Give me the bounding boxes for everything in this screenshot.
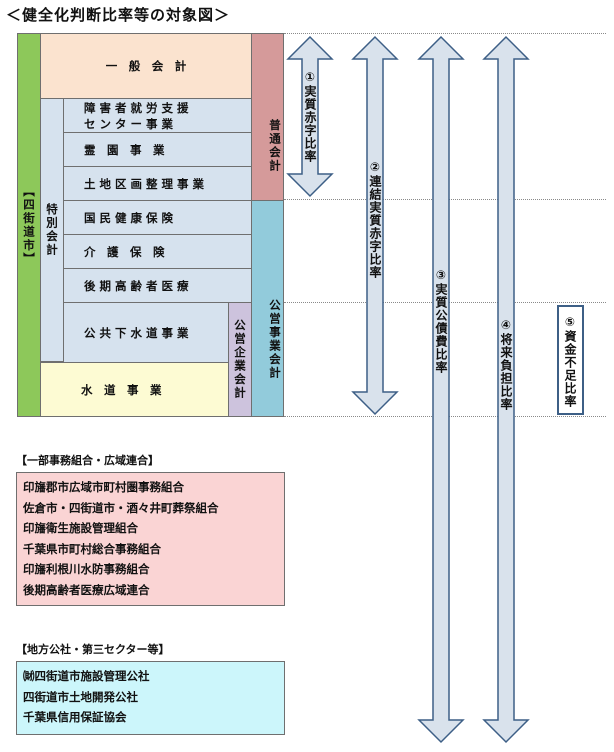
ratio-5-box: ⑤資金不足比率 — [557, 305, 584, 415]
account-row-label: 国 民 健 康 保 険 — [84, 210, 174, 225]
account-row-label: セ ン タ ー 事 業 — [84, 116, 174, 131]
special-accounts-label: 特別会計 — [40, 98, 64, 362]
account-row-label: 介 護 保 険 — [84, 244, 165, 259]
partial-union-box: 印旛郡市広域市町村圏事務組合 佐倉市・四街道市・酒々井町葬祭組合 印旛衛生施設管… — [16, 472, 285, 606]
public-enterprise-account-block: 公営企業会計 — [228, 302, 252, 417]
account-row-label: 障 害 者 就 労 支 援 — [84, 100, 189, 115]
guide-line — [284, 33, 606, 34]
ratio-4-label: ④将来負担比率 — [499, 318, 513, 411]
account-row-label: 水 道 事 業 — [81, 382, 162, 397]
guide-line — [284, 199, 606, 200]
partial-union-heading: 【一部事務組合・広域連合】 — [16, 454, 159, 467]
list-item: 印旛郡市広域市町村圏事務組合 — [23, 480, 184, 494]
account-row-label: 後 期 高 齢 者 医 療 — [84, 278, 189, 293]
list-item: 印旛利根川水防事務組合 — [23, 562, 150, 576]
guide-line — [284, 416, 606, 417]
account-row: 後 期 高 齢 者 医 療 — [63, 268, 252, 303]
account-row: 土 地 区 画 整 理 事 業 — [63, 166, 252, 201]
ratio-1-label: ①実質赤字比率 — [303, 70, 317, 163]
account-row-label: 公 共 下 水 道 事 業 — [84, 325, 189, 340]
list-item: ㈶四街道市施設管理公社 — [23, 669, 150, 683]
account-row: 霊 園 事 業 — [63, 132, 252, 167]
general-account-row: 一 般 会 計 — [40, 33, 252, 99]
ratio-3-label: ③実質公債費比率 — [434, 268, 448, 374]
list-item: 千葉県市町村総合事務組合 — [23, 541, 161, 556]
account-row: 障 害 者 就 労 支 援 セ ン タ ー 事 業 — [63, 98, 252, 133]
account-row: 水 道 事 業 — [40, 362, 229, 417]
ratio-5-label: ⑤資金不足比率 — [563, 315, 577, 408]
account-row: 国 民 健 康 保 険 — [63, 200, 252, 235]
ratio-2-label: ②連結実質赤字比率 — [368, 160, 382, 279]
public-business-account-block: 公営事業会計 — [251, 200, 284, 417]
general-account-label: 一 般 会 計 — [105, 59, 187, 73]
third-sector-heading: 【地方公社・第三セクター等】 — [16, 643, 170, 656]
list-item: 印旛衛生施設管理組合 — [23, 521, 138, 535]
list-item: 佐倉市・四街道市・酒々井町葬祭組合 — [23, 500, 219, 515]
city-label: 【四街道市】 — [17, 33, 41, 417]
page-title: ＜健全化判断比率等の対象図＞ — [6, 6, 231, 24]
account-row: 介 護 保 険 — [63, 234, 252, 269]
account-row-label: 霊 園 事 業 — [84, 142, 165, 157]
list-item: 千葉県信用保証協会 — [23, 710, 127, 724]
ordinary-account-block: 普通会計 — [251, 33, 284, 201]
account-row: 公 共 下 水 道 事 業 — [63, 302, 229, 363]
ratio-3-arrow — [417, 35, 465, 744]
list-item: 後期高齢者医療広域連合 — [23, 582, 150, 597]
account-row-label: 土 地 区 画 整 理 事 業 — [84, 176, 205, 191]
third-sector-box: ㈶四街道市施設管理公社 四街道市土地開発公社 千葉県信用保証協会 — [16, 661, 285, 735]
list-item: 四街道市土地開発公社 — [23, 689, 138, 704]
